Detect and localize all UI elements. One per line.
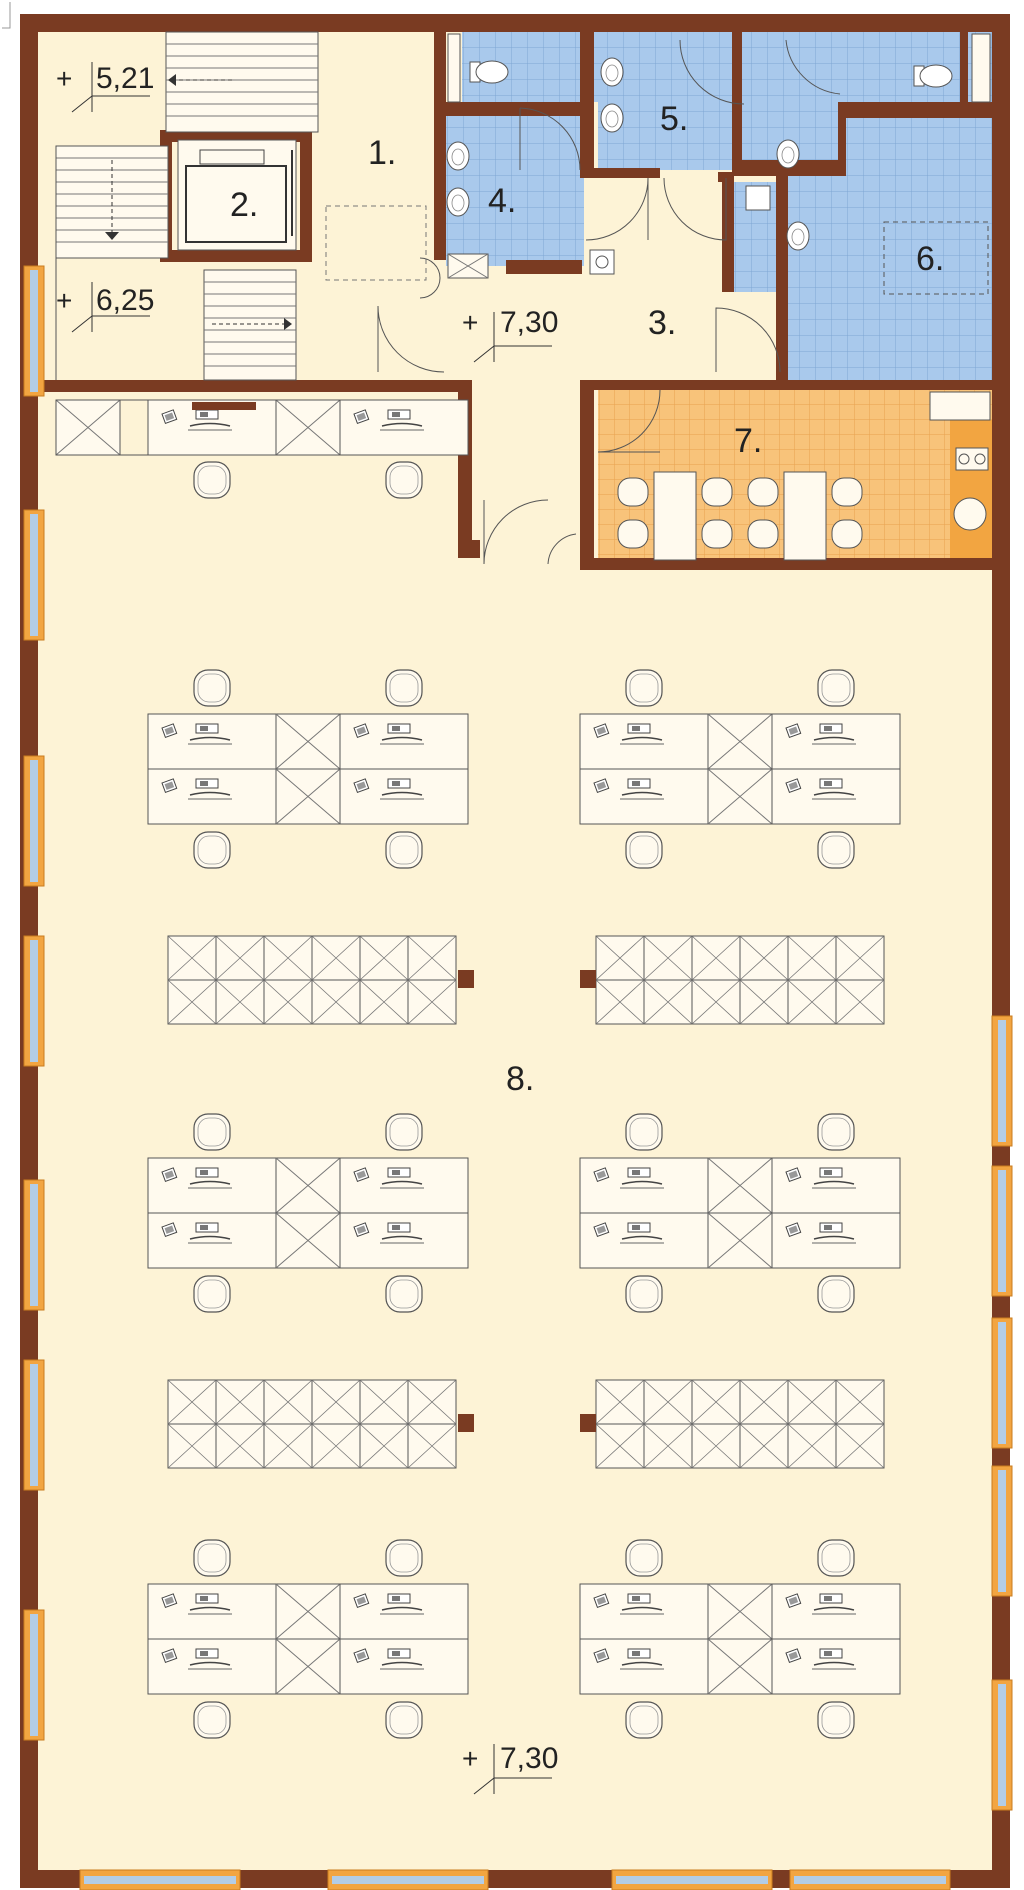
room-6-tiles — [782, 118, 992, 380]
frame-corner — [2, 2, 11, 29]
room-label-2: 2. — [230, 186, 258, 224]
elevator — [177, 139, 297, 251]
kitchen-dining — [617, 391, 991, 561]
room-5-tiles — [598, 32, 736, 170]
room-label-6: 6. — [916, 240, 944, 278]
wall-stub — [458, 498, 472, 518]
room-label-7: 7. — [734, 422, 762, 460]
sanitary-fixtures — [446, 33, 991, 295]
room-label-1: 1. — [368, 134, 396, 172]
top-desk-row — [55, 399, 469, 499]
level-sign-office: + — [462, 1743, 478, 1774]
level-stair-upper: 5,21 — [96, 62, 154, 95]
level-sign-stair-lower: + — [56, 285, 72, 316]
level-hall: 7,30 — [500, 306, 558, 339]
level-marker-lines — [71, 62, 552, 1795]
kitchen-counter — [950, 420, 992, 558]
storage-racks — [167, 935, 885, 1469]
level-sign-stair-upper: + — [56, 63, 72, 94]
staircase — [55, 31, 319, 381]
room-label-8: 8. — [506, 1060, 534, 1098]
room-4-tiles — [446, 116, 584, 266]
room-label-3: 3. — [648, 304, 676, 342]
level-sign-hall: + — [462, 307, 478, 338]
level-stair-lower: 6,25 — [96, 284, 154, 317]
dashed-area-hall — [325, 205, 427, 281]
door-swings — [377, 39, 841, 565]
level-office: 7,30 — [500, 1742, 558, 1775]
room-label-4: 4. — [488, 182, 516, 220]
room-label-5: 5. — [660, 100, 688, 138]
